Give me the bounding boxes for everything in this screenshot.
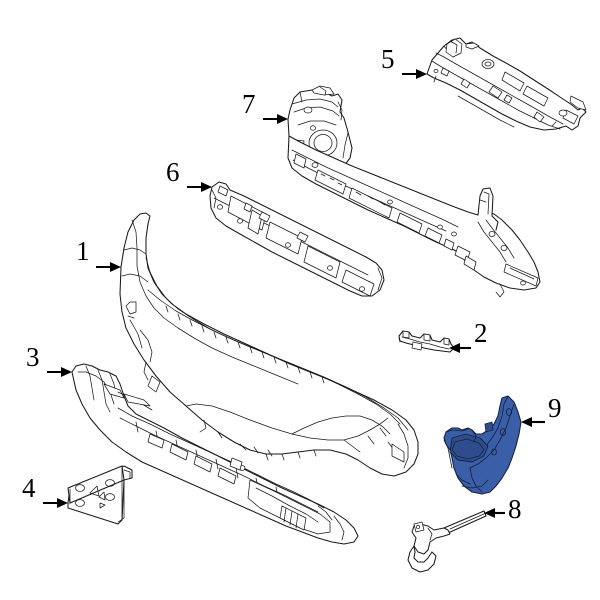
arrowhead-6 — [201, 182, 212, 192]
callout-number-3[interactable]: 3 — [26, 342, 40, 372]
callout-number-8[interactable]: 8 — [508, 494, 522, 524]
arrowhead-8 — [484, 508, 495, 518]
arrowhead-5 — [416, 69, 427, 79]
callout-number-6[interactable]: 6 — [166, 157, 180, 187]
arrowhead-4 — [57, 498, 68, 508]
part-2-retainer-strip — [398, 330, 455, 353]
callout-number-4[interactable]: 4 — [22, 473, 36, 503]
part-8-tow-hook — [407, 510, 487, 573]
callout-number-2[interactable]: 2 — [474, 318, 488, 348]
arrowhead-1 — [110, 262, 121, 272]
arrowhead-2 — [449, 343, 460, 353]
part-3-lower-valance — [71, 363, 359, 545]
part-6-impact-absorber — [209, 181, 385, 297]
callout-number-1[interactable]: 1 — [76, 236, 90, 266]
part-5-upper-radiator-support — [426, 37, 587, 131]
callout-number-5[interactable]: 5 — [381, 44, 395, 74]
callout-number-9[interactable]: 9 — [548, 393, 562, 423]
part-1-bumper-cover — [119, 212, 419, 477]
arrowhead-7 — [277, 114, 288, 124]
arrowhead-9 — [521, 417, 532, 427]
arrowhead-3 — [61, 367, 72, 377]
part-9-side-bracket-highlighted — [443, 395, 522, 495]
callout-leaders — [43, 69, 545, 518]
bumper-reinforcement-bar — [287, 135, 541, 298]
callout-number-7[interactable]: 7 — [242, 89, 256, 119]
part-4-license-plate-bracket — [67, 465, 133, 525]
